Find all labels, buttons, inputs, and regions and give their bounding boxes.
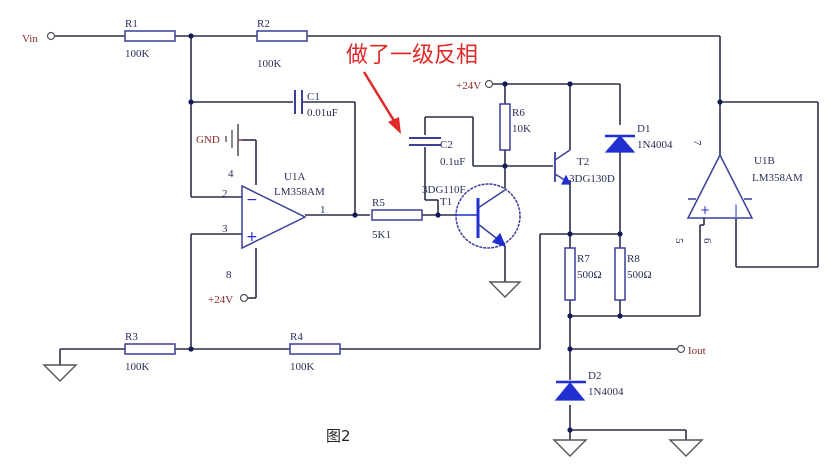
opamp-u1a: − + U1A LM358AM 4 2 3 1 8 — [222, 168, 326, 281]
u1a-pin-2: 2 — [222, 188, 228, 200]
vcc-stage-label: +24V — [456, 80, 481, 92]
u1a-pin-8: 8 — [226, 269, 232, 281]
u1a-plus-sign: + — [246, 229, 258, 245]
junctions — [188, 33, 723, 433]
r1-value: 100K — [125, 48, 150, 60]
u1b-ref: U1B — [754, 155, 775, 167]
diode-d2: D2 1N4004 — [554, 370, 624, 401]
gnd-label: GND — [196, 134, 220, 146]
resistor-r7: R7 500Ω — [564, 247, 602, 301]
u1b-pin-5: 5 — [673, 238, 685, 244]
r2-value: 100K — [257, 58, 282, 70]
u1a-value: LM358AM — [274, 186, 325, 198]
u1a-pin-1: 1 — [320, 204, 326, 216]
u1b-minus-sign: | — [734, 203, 738, 217]
c2-ref: C2 — [440, 139, 453, 151]
resistor-r6: R6 10K — [499, 103, 531, 151]
c1-ref: C1 — [307, 91, 320, 103]
resistor-r5: R5 5K1 — [371, 197, 423, 241]
r3-value: 100K — [125, 361, 150, 373]
r6-value: 10K — [512, 123, 531, 135]
annotation: 做了一级反相 — [346, 43, 478, 134]
r7-value: 500Ω — [577, 269, 602, 281]
r5-value: 5K1 — [372, 229, 391, 241]
t2-ref: T2 — [577, 156, 589, 168]
iout-terminal: Iout — [676, 344, 706, 357]
vin-terminal: Vin — [22, 31, 56, 45]
r8-ref: R8 — [627, 253, 640, 265]
u1a-pin-4: 4 — [228, 168, 234, 180]
r4-value: 100K — [290, 361, 315, 373]
vin-label: Vin — [22, 33, 38, 45]
r4-ref: R4 — [290, 331, 303, 343]
resistor-r3: R3 100K — [124, 331, 176, 373]
resistor-r4: R4 100K — [289, 331, 341, 373]
transistor-t1: 3DG110F T1 — [422, 183, 521, 249]
opamp-u1b: + | U1B LM358AM 7 5 6 — [673, 140, 803, 244]
capacitor-c1: C1 0.01uF — [294, 90, 338, 119]
u1b-pin-6: 6 — [701, 238, 713, 244]
r7-ref: R7 — [577, 253, 590, 265]
resistor-r2: R2 100K — [256, 18, 308, 70]
u1b-plus-sign: + — [700, 203, 710, 217]
u1a-pin-3: 3 — [222, 223, 228, 235]
annotation-text: 做了一级反相 — [346, 43, 478, 68]
u1a-minus-sign: − — [246, 192, 258, 208]
diode-d1: D1 1N4004 — [604, 123, 673, 153]
ground-symbol-d2 — [552, 439, 588, 457]
t1-ref: T1 — [440, 196, 452, 208]
ground-symbol-right — [668, 439, 704, 457]
resistor-r8: R8 500Ω — [614, 247, 652, 301]
r8-value: 500Ω — [627, 269, 652, 281]
r6-ref: R6 — [512, 107, 525, 119]
d2-ref: D2 — [588, 370, 601, 382]
d1-ref: D1 — [637, 123, 650, 135]
figure-caption: 图2 — [326, 427, 351, 445]
ground-symbol-t1 — [488, 281, 522, 298]
r2-ref: R2 — [257, 18, 270, 30]
c1-value: 0.01uF — [307, 107, 338, 119]
annotation-arrow-head-icon — [388, 117, 401, 134]
r5-ref: R5 — [372, 197, 385, 209]
iout-label: Iout — [688, 345, 706, 357]
t2-value: 3DG130D — [569, 173, 615, 185]
u1a-ref: U1A — [284, 171, 305, 183]
r1-ref: R1 — [125, 18, 138, 30]
annotation-arrow-line — [362, 71, 398, 125]
t1-value: 3DG110F — [422, 184, 466, 196]
vcc-opamp-label: +24V — [208, 294, 233, 306]
resistor-r1: R1 100K — [124, 18, 176, 60]
r3-ref: R3 — [125, 331, 138, 343]
ground-symbol-r3 — [42, 364, 78, 382]
transistor-t2: T2 3DG130D — [554, 149, 615, 185]
d1-value: 1N4004 — [637, 139, 673, 151]
d2-value: 1N4004 — [588, 386, 624, 398]
u1b-pin-7: 7 — [691, 140, 703, 146]
c2-value: 0.1uF — [440, 156, 465, 168]
vcc-terminal-opamp: +24V — [208, 293, 249, 306]
gnd-symbol: GND — [196, 124, 242, 156]
capacitor-c2: C2 0.1uF — [409, 137, 465, 168]
vcc-terminal-stage: +24V — [456, 79, 494, 92]
u1b-value: LM358AM — [752, 172, 803, 184]
